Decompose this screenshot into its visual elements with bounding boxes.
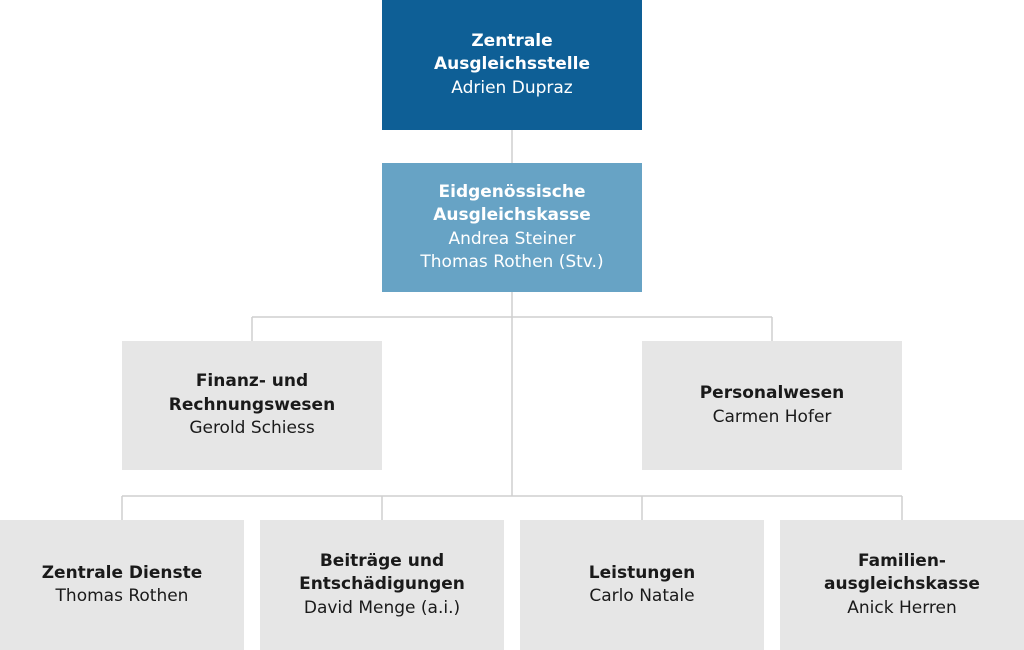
- org-box-person: Carlo Natale: [589, 586, 695, 606]
- org-box-person-deputy: Thomas Rothen (Stv.): [420, 252, 604, 272]
- org-box-person: Anick Herren: [847, 597, 957, 618]
- org-box-zentrale-ausgleichsstelle: Zentrale Ausgleichsstelle Adrien Dupraz: [382, 0, 642, 130]
- org-box-zentrale-dienste: Zentrale Dienste Thomas Rothen: [0, 520, 244, 650]
- org-box-title: Finanz- und Rechnungswesen: [168, 371, 336, 415]
- org-box-person: Gerold Schiess: [189, 418, 315, 439]
- org-box-title: Zentrale Dienste: [41, 562, 203, 583]
- org-box-title: Eidgenössische Ausgleichskasse: [433, 181, 591, 226]
- org-box-person: Carmen Hofer: [712, 406, 832, 427]
- org-box-personalwesen: Personalwesen Carmen Hofer: [642, 341, 902, 470]
- org-box-title: Familien- ausgleichskasse: [824, 550, 980, 595]
- org-box-person: Adrien Dupraz: [451, 77, 573, 98]
- org-box-title: Zentrale Ausgleichsstelle: [434, 30, 590, 75]
- org-box-title: Beiträge und Entschädigungen: [299, 550, 465, 595]
- org-box-familienausgleichskasse: Familien- ausgleichskasse Anick Herren: [780, 520, 1024, 650]
- org-box-person: Andrea Steiner: [448, 228, 576, 249]
- org-box-title: Personalwesen: [699, 383, 845, 403]
- org-box-finanz-rechnungswesen: Finanz- und Rechnungswesen Gerold Schies…: [122, 341, 382, 470]
- org-box-leistungen: Leistungen Carlo Natale: [520, 520, 764, 650]
- org-box-beitraege-entschaedigungen: Beiträge und Entschädigungen David Menge…: [260, 520, 504, 650]
- org-box-person: David Menge (a.i.): [303, 597, 461, 618]
- org-box-eidgenoessische-ausgleichskasse: Eidgenössische Ausgleichskasse Andrea St…: [382, 163, 642, 292]
- org-box-person: Thomas Rothen: [55, 586, 189, 606]
- org-box-title: Leistungen: [588, 562, 696, 583]
